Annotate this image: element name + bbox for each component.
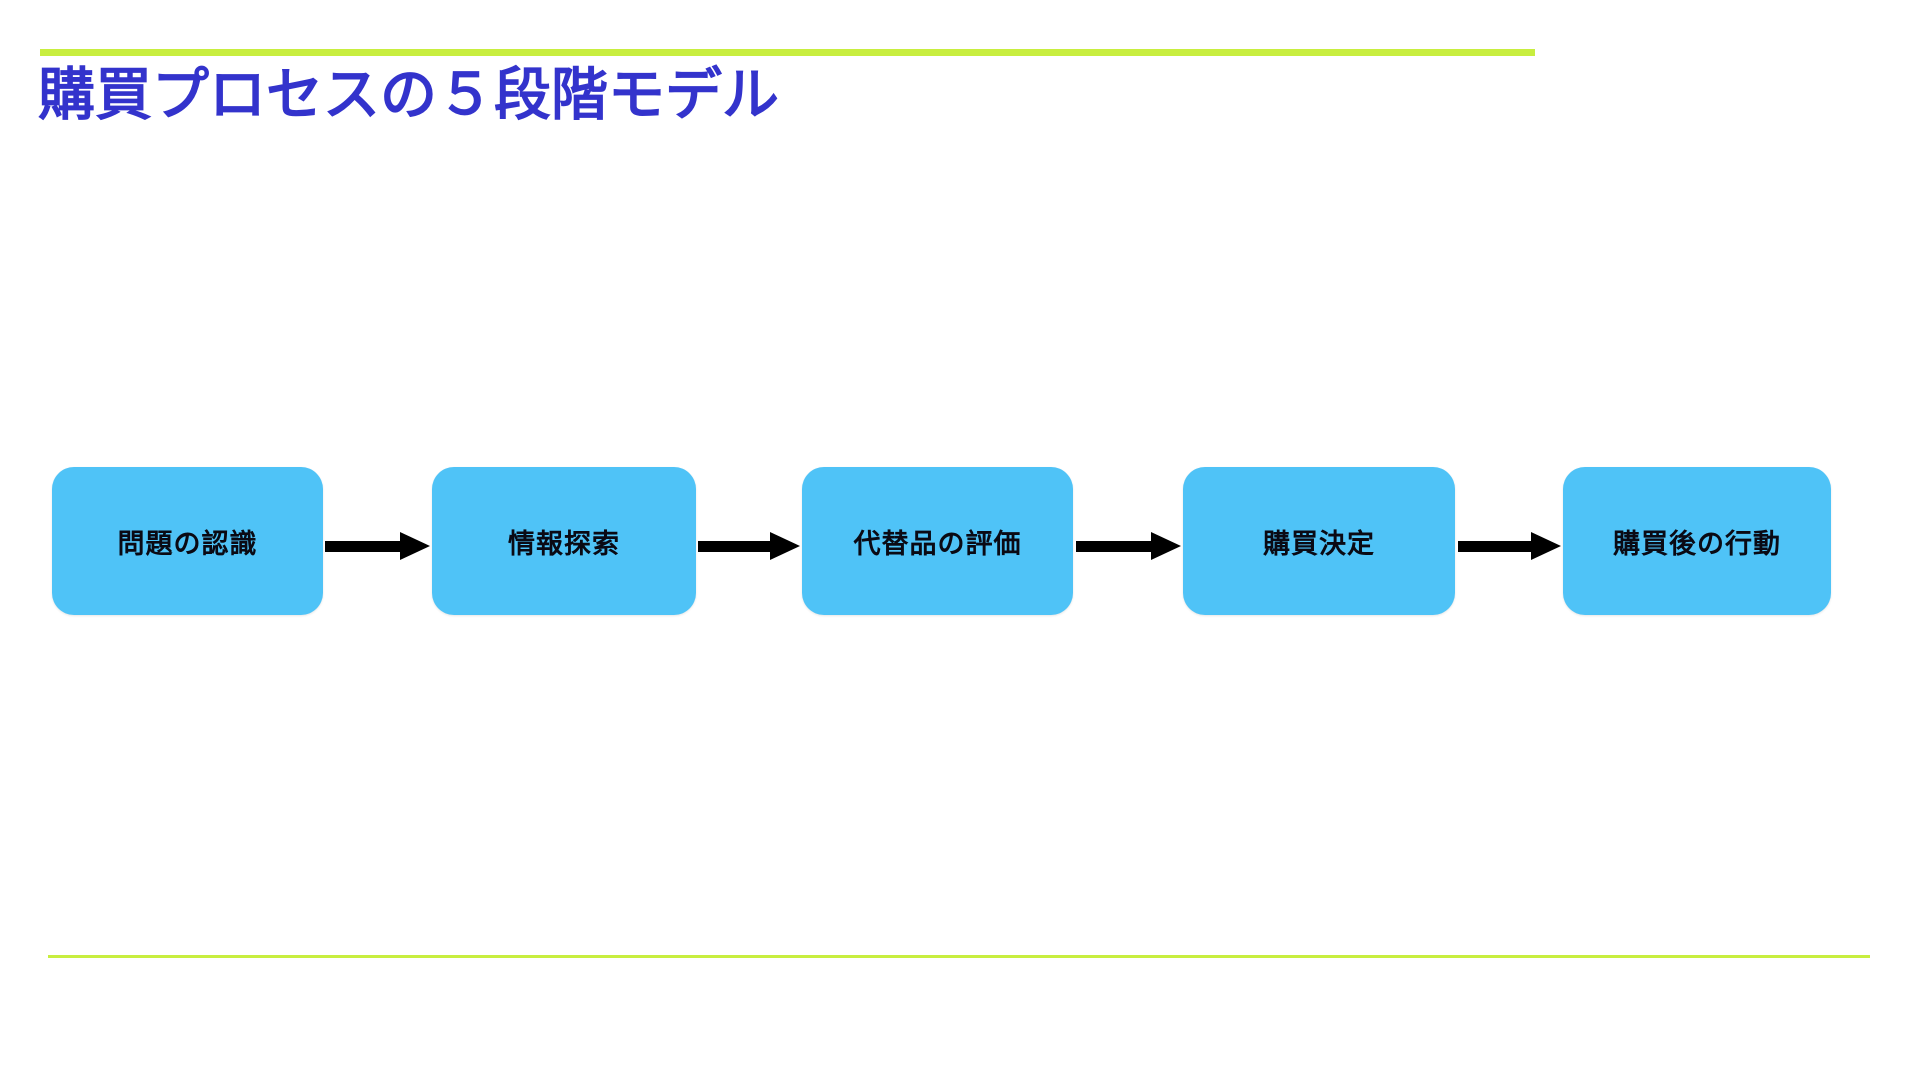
arrow-shaft [1076, 541, 1152, 552]
flow-node-problem-recognition[interactable]: 問題の認識 [52, 467, 323, 615]
flow-node-post-purchase-behavior[interactable]: 購買後の行動 [1563, 467, 1831, 615]
footer-rule [48, 955, 1870, 958]
flow-node-evaluation-of-alternatives[interactable]: 代替品の評価 [802, 467, 1073, 615]
flow-node-label: 購買決定 [1263, 528, 1375, 560]
arrow-head-icon [770, 532, 800, 560]
page-title: 購買プロセスの５段階モデル [38, 62, 779, 128]
arrow-shaft [325, 541, 401, 552]
arrow-shaft [698, 541, 771, 552]
flow-arrow-3 [1076, 532, 1181, 560]
flow-arrow-4 [1458, 532, 1561, 560]
flow-node-label: 情報探索 [508, 528, 620, 560]
flow-node-label: 購買後の行動 [1613, 528, 1781, 560]
arrow-shaft [1458, 541, 1532, 552]
flow-node-information-search[interactable]: 情報探索 [432, 467, 696, 615]
flow-node-label: 代替品の評価 [853, 528, 1022, 560]
title-accent-bar [40, 49, 1535, 56]
flow-arrow-2 [698, 532, 800, 560]
arrow-head-icon [400, 532, 430, 560]
flow-arrow-1 [325, 532, 430, 560]
flow-node-purchase-decision[interactable]: 購買決定 [1183, 467, 1455, 615]
arrow-head-icon [1151, 532, 1181, 560]
flow-node-label: 問題の認識 [117, 528, 258, 560]
arrow-head-icon [1531, 532, 1561, 560]
